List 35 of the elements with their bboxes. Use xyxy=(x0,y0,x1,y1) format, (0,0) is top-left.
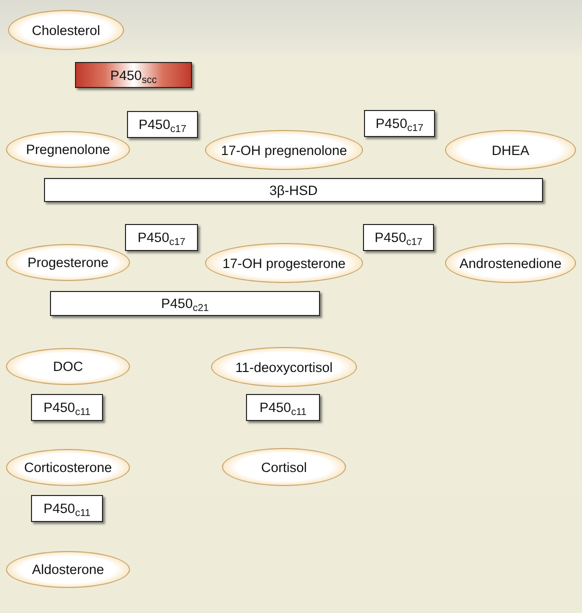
enzyme-box xyxy=(44,178,543,202)
enzyme-box xyxy=(50,291,320,316)
hormone-ellipse xyxy=(6,131,130,168)
enzyme-box xyxy=(363,224,434,251)
node-label: P450$_{scc}$ xyxy=(110,68,157,82)
node-label: Aldosterone xyxy=(32,562,104,577)
node-label: 17-OH progesterone xyxy=(222,256,346,270)
hormone-ellipse xyxy=(205,243,363,283)
enzyme-box xyxy=(364,110,435,137)
node-label: P450$_{c17}$ xyxy=(138,117,186,132)
node-label: Androstenedione xyxy=(459,256,562,270)
node-label: DOC xyxy=(53,359,83,374)
enzyme-box xyxy=(31,495,103,522)
node-label: P450$_{c17}$ xyxy=(374,230,422,245)
node-label: Cholesterol xyxy=(32,22,100,38)
node-label: P450$_{c21}$ xyxy=(161,296,209,311)
node-label: Progesterone xyxy=(27,255,109,270)
node-label: Pregnenolone xyxy=(26,142,110,157)
node-label: P450$_{c11}$ xyxy=(44,501,90,516)
node-label: Corticosterone xyxy=(24,460,112,475)
node-label: P450$_{c17}$ xyxy=(376,116,424,131)
enzyme-box xyxy=(75,62,192,88)
node-label: P450$_{c11}$ xyxy=(260,400,306,415)
node-label: P450$_{c11}$ xyxy=(44,400,90,415)
node-label: 11-deoxycortisol xyxy=(235,360,333,374)
enzyme-box xyxy=(246,394,320,421)
node-label: Cortisol xyxy=(261,460,307,474)
node-label: 17-OH pregnenolone xyxy=(220,142,348,158)
enzyme-box xyxy=(127,111,198,138)
hormone-ellipse xyxy=(205,130,363,170)
node-label: 3β-HSD xyxy=(269,182,318,198)
enzyme-box xyxy=(31,394,103,421)
node-label: P450$_{c17}$ xyxy=(138,230,186,245)
node-label: DHEA xyxy=(492,142,530,158)
enzyme-box xyxy=(125,224,198,251)
